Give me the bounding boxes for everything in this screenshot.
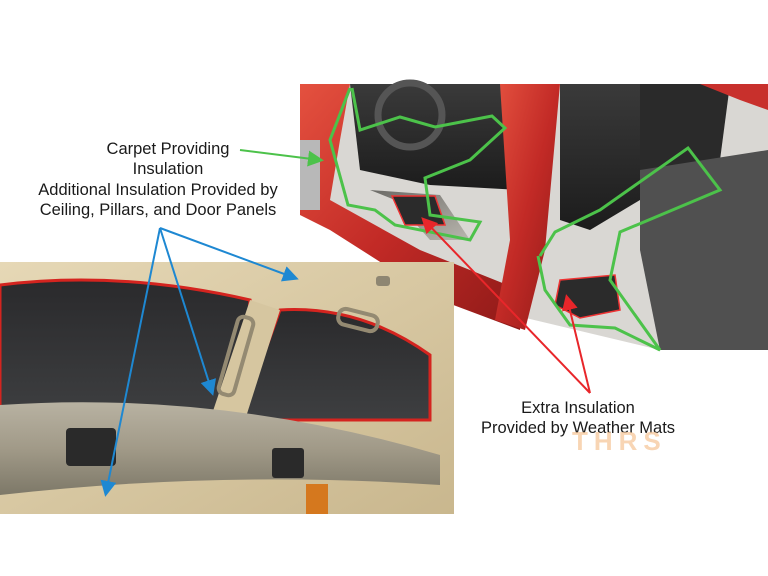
ceiling-arrows	[100, 227, 299, 497]
car-interior-photo	[300, 79, 768, 352]
weather-mat-label-line-2: Provided by Weather Mats	[480, 419, 676, 437]
carpet-outline-front	[328, 87, 508, 242]
ceiling-label-line-2: Ceiling, Pillars, and Door Panels	[39, 201, 277, 219]
carpet-label-line-1: Carpet Providing	[106, 140, 230, 158]
watermark-logo: THRS	[572, 426, 667, 456]
ceiling-label-line-1: Additional Insulation Provided by	[38, 181, 278, 199]
ceiling-label: Additional Insulation Provided by Ceilin…	[18, 180, 298, 220]
headliner-photo	[0, 262, 454, 514]
weather-mat-label-line-1: Extra Insulation	[521, 399, 635, 417]
carpet-arrow	[239, 149, 324, 167]
weather-mat-label: Extra Insulation Provided by Weather Mat…	[458, 398, 698, 438]
weather-mat-arrows	[421, 217, 591, 394]
carpet-label: Carpet Providing Insulation	[92, 139, 244, 179]
carpet-label-line-2: Insulation	[132, 160, 204, 178]
carpet-outline-rear	[536, 145, 723, 352]
